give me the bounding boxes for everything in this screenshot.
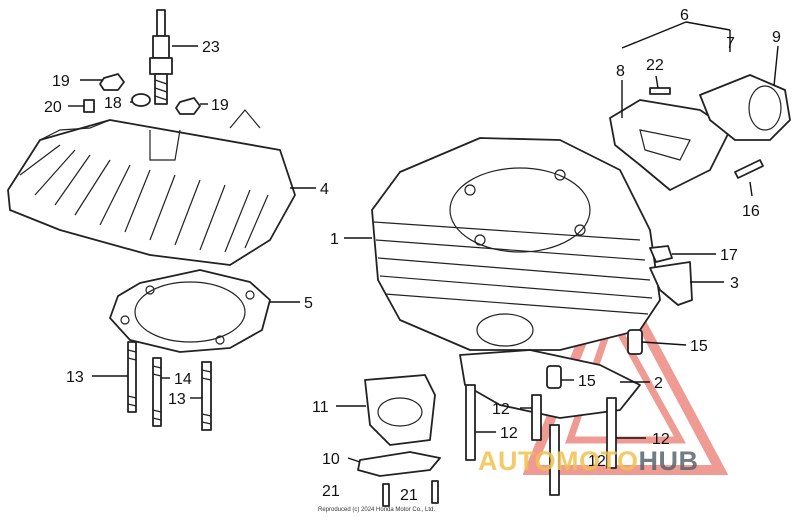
label-3: 3 [730,275,739,292]
label-14: 14 [174,371,192,388]
label-16: 16 [742,203,760,220]
dowel-pin-15-lower [546,365,562,389]
label-19-right: 19 [211,97,229,114]
label-4: 4 [320,181,329,198]
watermark-part-hub: HUB [639,446,699,476]
label-8: 8 [616,63,625,80]
collar-20 [83,99,95,113]
bolt-22 [649,87,671,95]
stud-13-left [127,341,137,413]
dowel-pin-15-upper [627,329,643,355]
cylinder [371,137,661,351]
label-5: 5 [304,295,313,312]
label-12-b: 12 [500,425,518,442]
bolt-21-left [382,483,390,507]
stud-12-c [549,424,560,496]
label-1: 1 [330,231,339,248]
label-13-left: 13 [66,369,84,386]
bracket-3 [649,261,693,306]
watermark-part-moto: MOTO [556,446,639,476]
label-18: 18 [104,95,122,112]
leader-lines [68,21,779,463]
label-19-left: 19 [52,73,70,90]
label-9: 9 [772,29,781,46]
label-22: 22 [646,57,664,74]
label-21-right: 21 [400,487,418,504]
cap-nut-right [175,97,201,115]
label-23: 23 [202,39,220,56]
callout-labels: 23 19 20 18 19 4 5 13 14 13 1 6 7 8 9 22… [44,7,781,504]
spark-plug [149,9,173,105]
stud-12-b [531,394,542,441]
label-12-a: 12 [492,401,510,418]
cap-nut-left [99,73,125,91]
label-15-lower: 15 [578,373,596,390]
stud-12-a [465,384,476,461]
bolt-16 [734,159,764,179]
cylinder-head [7,109,296,266]
label-12-d: 12 [588,453,606,470]
nut-17 [649,245,673,263]
carburetor-joint [699,74,791,141]
head-gasket [109,269,271,353]
label-21-left: 21 [322,483,340,500]
label-2: 2 [654,375,663,392]
label-12-c: 12 [652,431,670,448]
plate-10 [357,451,441,477]
stud-12-d [606,397,617,469]
label-7: 7 [726,35,735,52]
svg-text:AUTOMOTOHUB: AUTOMOTOHUB [478,446,699,476]
label-13-right: 13 [168,391,186,408]
label-6: 6 [680,7,689,24]
intake-pipe [609,99,731,191]
stud-14 [152,357,162,427]
label-17: 17 [720,247,738,264]
copyright-text: Reproduced (c) 2024 Honda Motor Co., Ltd… [318,507,435,513]
label-15-upper: 15 [690,338,708,355]
label-11: 11 [312,399,329,416]
stud-13-right [201,361,212,431]
watermark-logo: AUTOMOTOHUB [478,446,699,476]
watermark-part-auto: AUTO [478,446,556,476]
bolt-21-right [431,480,439,504]
label-20: 20 [44,99,62,116]
washer-18 [131,93,151,107]
insulator-11 [364,374,436,446]
label-10: 10 [322,451,340,468]
